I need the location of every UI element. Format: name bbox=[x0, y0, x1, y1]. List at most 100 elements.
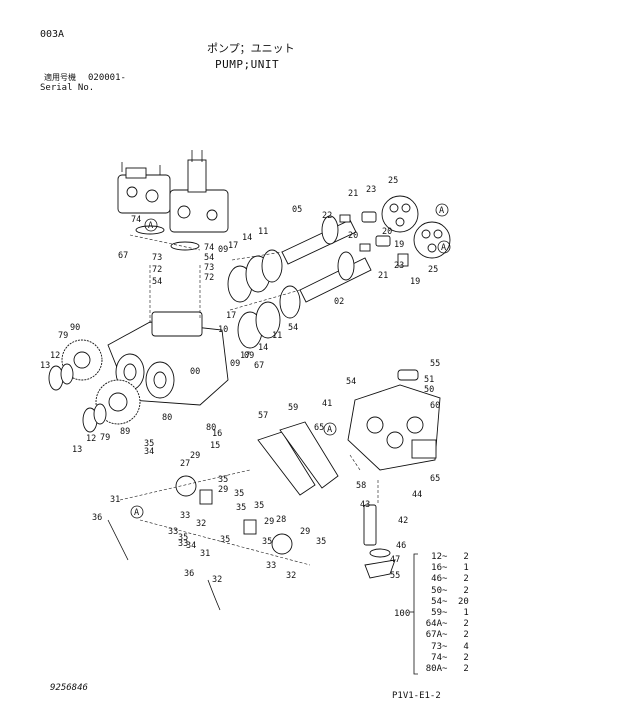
cylinder-block-lower bbox=[413, 221, 451, 259]
callout-17: 17 bbox=[228, 241, 238, 251]
regulator-assembly-lower bbox=[169, 150, 229, 233]
valve-body bbox=[347, 384, 441, 471]
o-ring-57 bbox=[257, 431, 316, 496]
page-title-jp: ポンプ；ユニット bbox=[207, 42, 295, 55]
callout-67: 67 bbox=[118, 251, 128, 261]
callout-19: 19 bbox=[410, 277, 420, 287]
marker-text: A bbox=[148, 221, 153, 231]
callout-31: 31 bbox=[110, 495, 120, 505]
part-separator: ~ bbox=[442, 585, 453, 596]
part-quantity: 4 bbox=[463, 641, 469, 652]
callout-43: 43 bbox=[360, 500, 370, 510]
callout-59: 59 bbox=[288, 403, 298, 413]
part-quantity: 2 bbox=[463, 585, 469, 596]
part-quantity: 2 bbox=[463, 652, 469, 663]
part-separator: ~ bbox=[442, 563, 453, 574]
serial-label-jp: 適用号機 bbox=[44, 73, 76, 82]
shaft-lower bbox=[299, 251, 372, 303]
part-number: 74 bbox=[431, 652, 442, 663]
callout-32: 32 bbox=[286, 571, 296, 581]
callout-35: 35 bbox=[144, 439, 154, 449]
assembly-marker-a: A bbox=[144, 218, 158, 232]
callout-35: 35 bbox=[236, 503, 246, 513]
callout-74: 74 bbox=[204, 243, 214, 253]
serial-value: 020001- bbox=[88, 73, 126, 83]
callout-72: 72 bbox=[152, 265, 162, 275]
callout-14: 14 bbox=[258, 343, 268, 353]
callout-35: 35 bbox=[254, 501, 264, 511]
part-number: 12 bbox=[431, 552, 442, 562]
part-separator: ~ bbox=[442, 630, 453, 641]
callout-90: 90 bbox=[70, 323, 80, 333]
callout-54: 54 bbox=[346, 377, 356, 387]
callout-28: 28 bbox=[276, 515, 286, 525]
callout-00: 00 bbox=[190, 367, 200, 377]
callout-12: 12 bbox=[50, 351, 60, 361]
callout-11: 11 bbox=[258, 227, 268, 237]
page-title-en: PUMP;UNIT bbox=[215, 58, 280, 71]
part-quantity: 2 bbox=[463, 664, 469, 674]
parts-list-row: 12~ 2 bbox=[420, 552, 469, 563]
callout-72: 72 bbox=[204, 273, 214, 283]
assembly-marker-a: A bbox=[130, 505, 144, 519]
o-ring-59 bbox=[279, 421, 339, 489]
callout-54: 54 bbox=[204, 253, 214, 263]
callout-33: 33 bbox=[180, 511, 190, 521]
cylinder-block-upper bbox=[381, 195, 419, 233]
callout-35: 35 bbox=[178, 533, 188, 543]
callout-19: 19 bbox=[394, 240, 404, 250]
callout-58: 58 bbox=[356, 481, 366, 491]
part-separator: ~ bbox=[442, 574, 453, 585]
part-number: 54 bbox=[431, 596, 442, 607]
callout-09: 09 bbox=[218, 245, 228, 255]
page-code: 003A bbox=[40, 29, 65, 40]
callout-27: 27 bbox=[180, 459, 190, 469]
callout-23: 23 bbox=[394, 261, 404, 271]
callout-36: 36 bbox=[92, 513, 102, 523]
callout-25: 25 bbox=[388, 176, 398, 186]
parts-list-row: 64A~ 2 bbox=[420, 619, 469, 630]
part-number: 46 bbox=[431, 574, 442, 585]
part-number: 50 bbox=[431, 585, 442, 596]
part-quantity: 2 bbox=[463, 619, 469, 630]
part-number: 59 bbox=[431, 608, 442, 618]
callout-34: 34 bbox=[144, 447, 154, 457]
callout-20: 20 bbox=[382, 227, 392, 237]
callout-12: 12 bbox=[86, 434, 96, 444]
callout-80: 80 bbox=[162, 413, 172, 423]
callout-23: 23 bbox=[366, 185, 376, 195]
callout-57: 57 bbox=[258, 411, 268, 421]
assembly-marker-a: A bbox=[437, 240, 451, 254]
callout-29: 29 bbox=[300, 527, 310, 537]
callout-32: 32 bbox=[196, 519, 206, 529]
callout-33: 33 bbox=[178, 539, 188, 549]
callout-36: 36 bbox=[184, 569, 194, 579]
parts-list-row: 50~ 2 bbox=[420, 586, 469, 597]
callout-74: 74 bbox=[131, 215, 141, 225]
callout-33: 33 bbox=[168, 527, 178, 537]
callout-54: 54 bbox=[288, 323, 298, 333]
part-number: 73 bbox=[431, 641, 442, 652]
callout-65: 65 bbox=[430, 474, 440, 484]
part-separator: ~ bbox=[442, 596, 453, 607]
serial-label-en: Serial No. bbox=[40, 83, 95, 93]
marker-text: A bbox=[441, 243, 446, 253]
part-quantity: 2 bbox=[463, 552, 469, 562]
part-separator: ~ bbox=[442, 608, 453, 618]
callout-42: 42 bbox=[398, 516, 408, 526]
callout-13: 13 bbox=[40, 361, 50, 371]
callout-10: 10 bbox=[218, 325, 228, 335]
shaft-upper bbox=[281, 215, 357, 265]
callout-65: 65 bbox=[314, 423, 324, 433]
part-separator: ~ bbox=[442, 664, 453, 674]
callout-35: 35 bbox=[234, 489, 244, 499]
assembly-marker-a: A bbox=[435, 203, 449, 217]
callout-35: 35 bbox=[218, 475, 228, 485]
callout-50: 50 bbox=[424, 385, 434, 395]
part-quantity: 2 bbox=[463, 630, 469, 641]
part-number: 16 bbox=[431, 563, 442, 574]
callout-11: 11 bbox=[272, 331, 282, 341]
parts-list-row: 80A~ 2 bbox=[420, 664, 469, 675]
